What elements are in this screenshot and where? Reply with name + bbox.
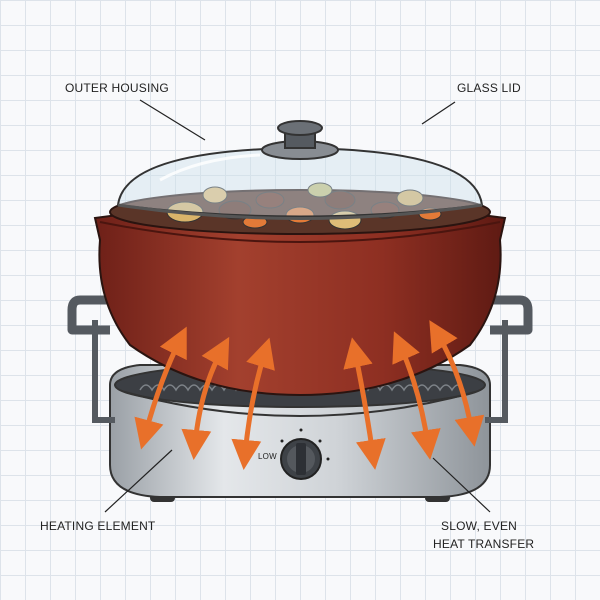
- label-heat-transfer-line2: HEAT TRANSFER: [433, 537, 535, 551]
- heat-arrow: [392, 331, 441, 460]
- temperature-knob[interactable]: [280, 428, 330, 480]
- right-stand: [485, 320, 508, 423]
- label-heat-transfer-line1: SLOW, EVEN: [441, 519, 518, 533]
- heat-arrow: [134, 326, 187, 450]
- leader-lines: [104, 99, 491, 513]
- label-glass-lid: GLASS LID: [457, 81, 521, 95]
- lid-knob[interactable]: [277, 120, 323, 136]
- heat-arrow: [343, 337, 386, 470]
- leader-heating-element: [104, 449, 173, 513]
- leader-heat-transfer: [432, 457, 491, 513]
- heat-arrows: [134, 320, 485, 470]
- left-handle: [67, 295, 120, 335]
- label-outer-housing: OUTER HOUSING: [65, 81, 169, 95]
- leader-outer-housing: [139, 99, 206, 141]
- heat-arrow: [231, 337, 275, 470]
- heat-arrow: [429, 320, 485, 447]
- right-handle: [480, 295, 533, 335]
- knob-setting-label: LOW: [258, 452, 277, 461]
- glass-lid: [116, 120, 484, 220]
- leader-glass-lid: [421, 101, 456, 125]
- heat-arrow: [181, 336, 230, 460]
- left-stand: [92, 320, 115, 423]
- label-heating-element: HEATING ELEMENT: [40, 519, 156, 533]
